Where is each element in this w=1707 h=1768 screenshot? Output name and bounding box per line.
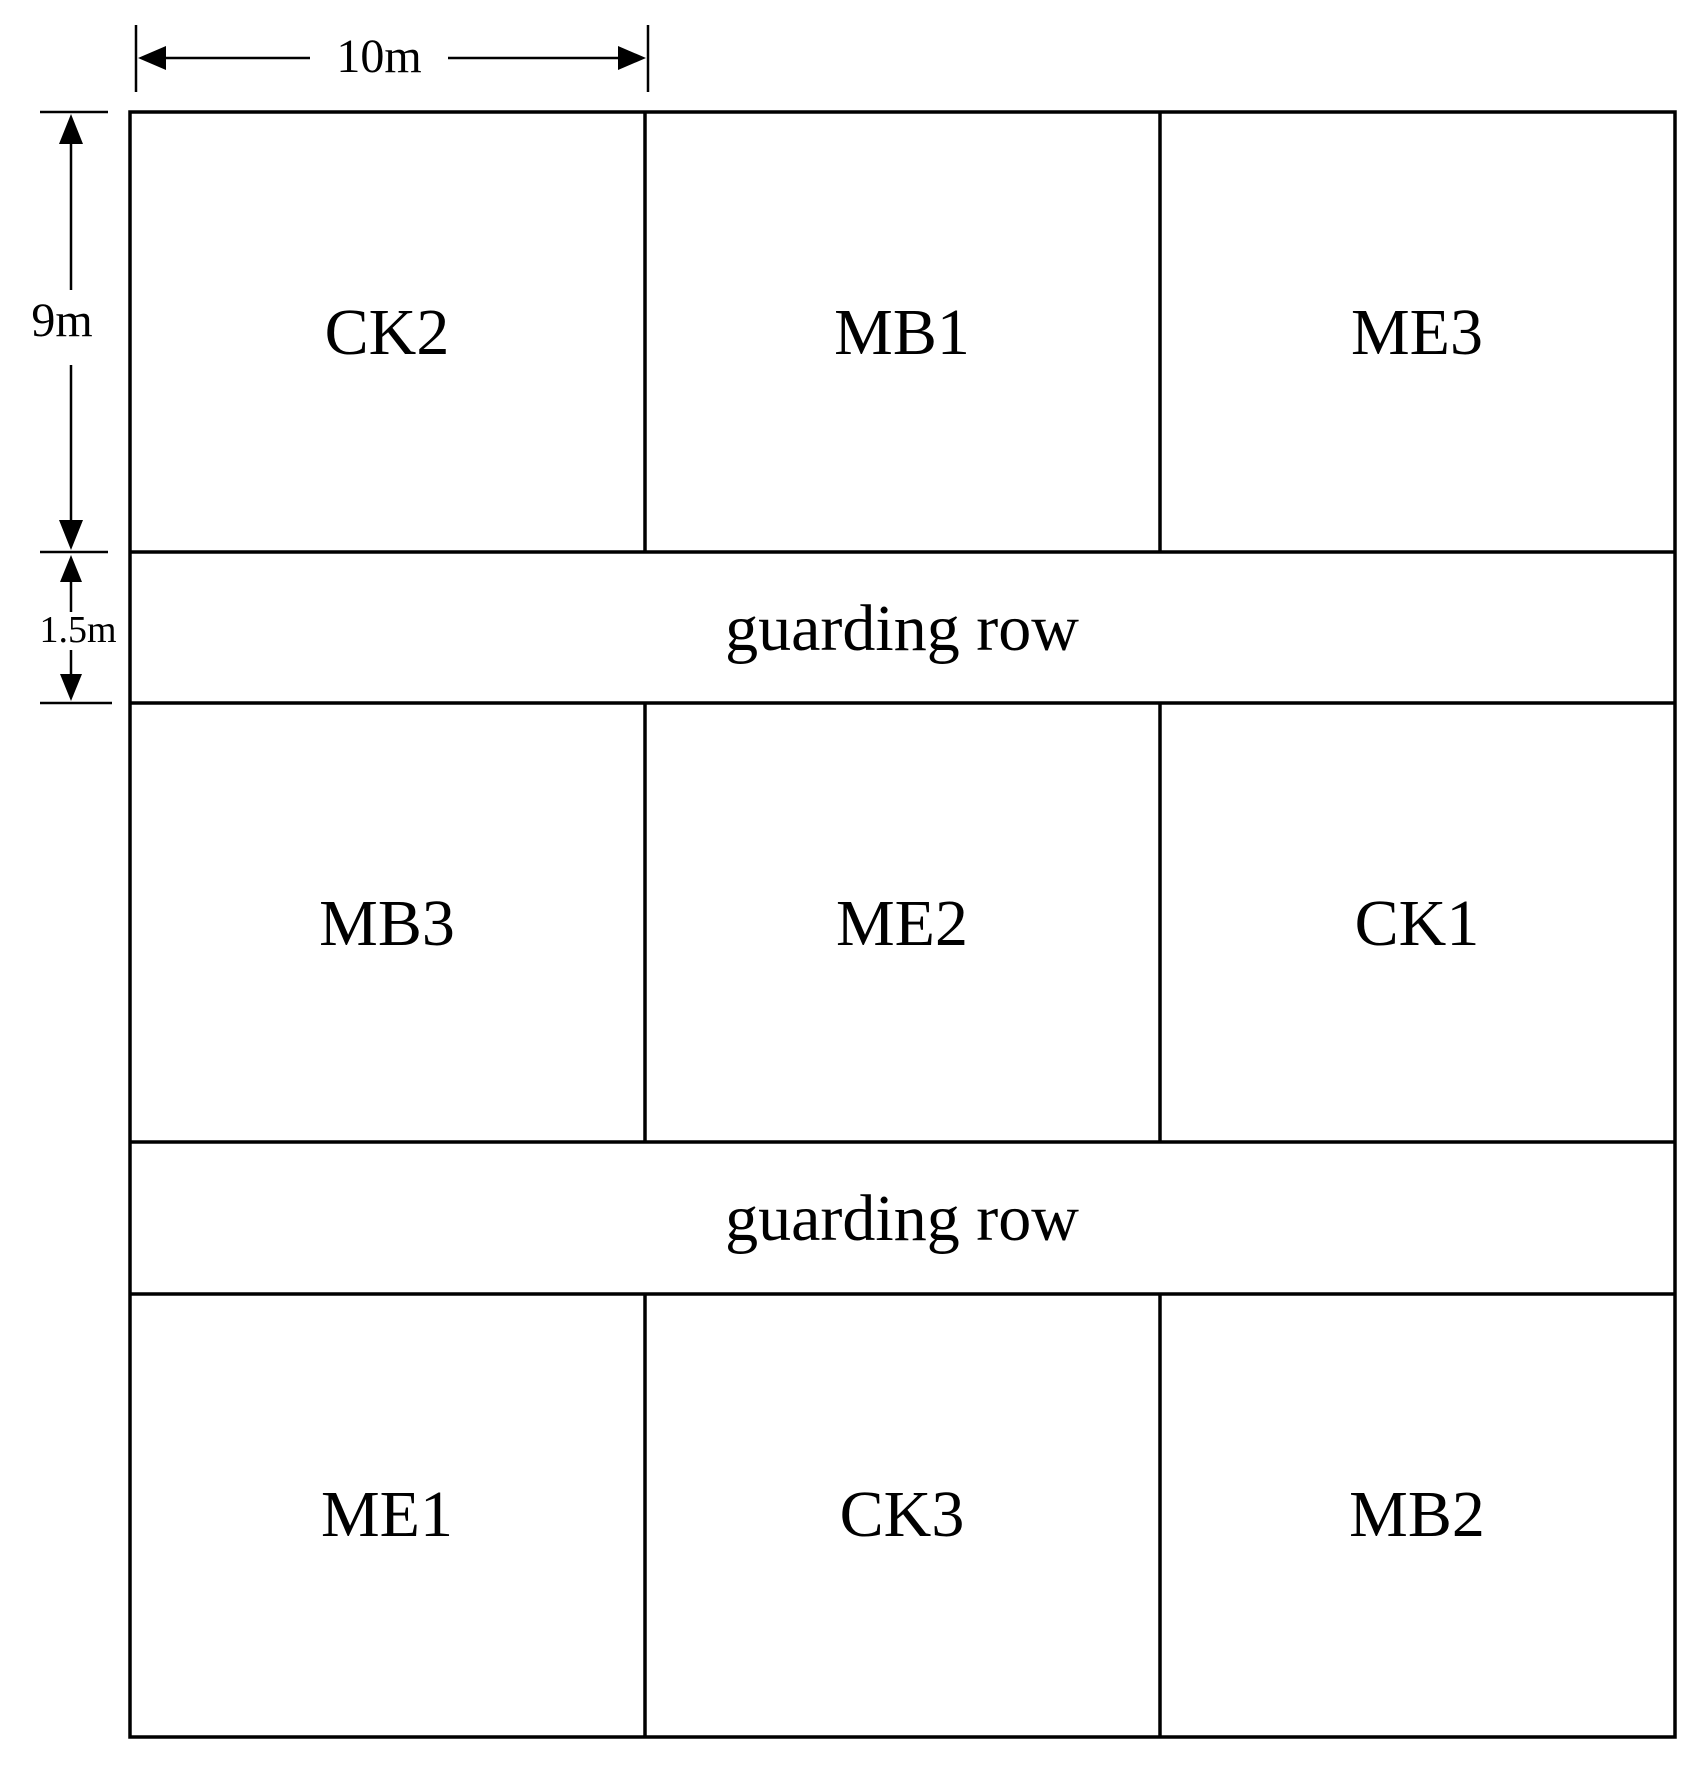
arrow-down-icon xyxy=(59,520,83,550)
arrow-left-icon xyxy=(138,46,166,70)
plot-label: ME2 xyxy=(836,887,968,960)
guarding-row-label: guarding row xyxy=(725,592,1079,665)
plot-label: MB1 xyxy=(834,296,970,369)
arrow-right-icon xyxy=(618,46,646,70)
arrow-up-icon xyxy=(60,555,82,582)
field-outer-border xyxy=(128,110,1677,1739)
plot-label: ME1 xyxy=(321,1478,453,1551)
width-dimension: 10m xyxy=(134,25,650,92)
arrow-down-icon xyxy=(60,674,82,701)
plot-label: CK3 xyxy=(840,1478,965,1551)
plot-label: CK2 xyxy=(325,296,450,369)
guarding-row-label: guarding row xyxy=(725,1182,1079,1255)
arrow-up-icon xyxy=(59,114,83,144)
plot-label: MB2 xyxy=(1349,1478,1485,1551)
plot-height-dimension: 9m xyxy=(31,110,108,550)
plot-label: MB3 xyxy=(319,887,455,960)
plot-label: ME3 xyxy=(1351,296,1483,369)
plot-label: CK1 xyxy=(1355,887,1480,960)
plot-height-dimension-label: 9m xyxy=(31,294,92,347)
row-height-dimension-label: 1.5m xyxy=(39,609,116,651)
row-height-dimension: 1.5m xyxy=(39,550,117,705)
width-dimension-label: 10m xyxy=(336,30,421,83)
